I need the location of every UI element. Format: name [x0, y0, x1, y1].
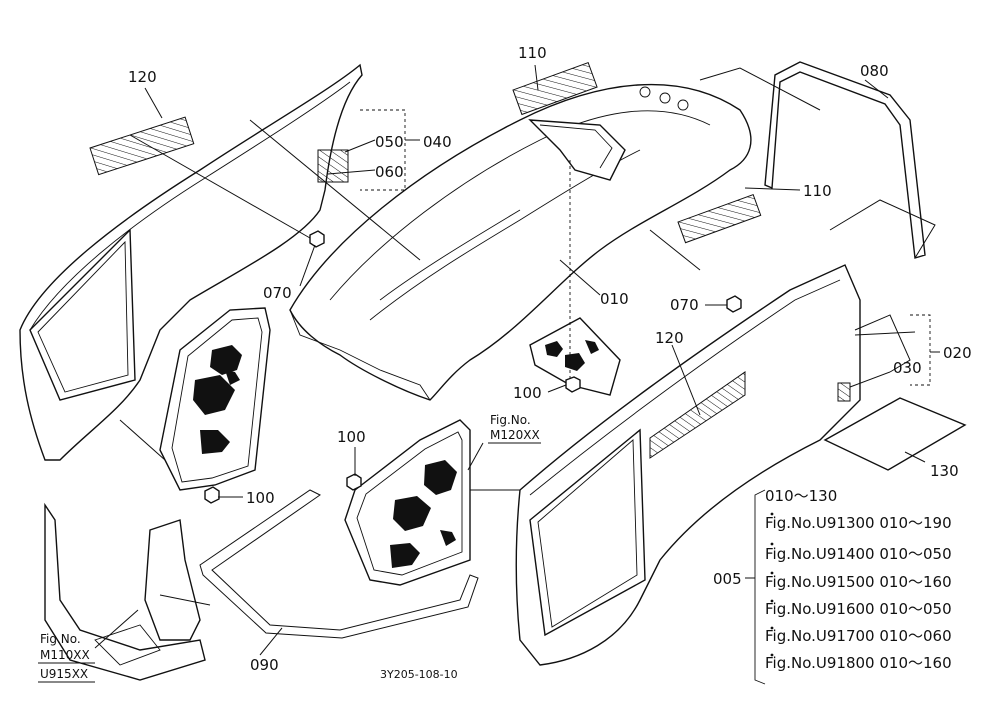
part-list-row: Fig.No.U91400 010～050 — [765, 545, 952, 563]
callout-070-mid: 070 — [670, 296, 699, 314]
callout-100-left: 100 — [337, 428, 366, 446]
part-list-row: Fig.No.U91300 010～190 — [765, 514, 952, 532]
part-list-row: Fig.No.U91500 010～160 — [765, 573, 952, 591]
right-side-panel-020 — [515, 264, 861, 666]
callout-060: 060 — [375, 163, 404, 181]
callout-030: 030 — [893, 359, 922, 377]
left-side-frame — [19, 63, 363, 461]
fig-ref-m120-line2: M120XX — [490, 428, 540, 442]
center-window-glass — [344, 419, 471, 586]
callout-080: 080 — [860, 62, 889, 80]
callout-100-lower: 100 — [246, 489, 275, 507]
leader-lines — [94, 64, 940, 685]
callout-labels: 120 110 080 050 040 060 110 070 010 070 … — [128, 44, 972, 674]
left-window-glass — [159, 307, 271, 491]
fig-ref-m110: Fig.No. M110XX U915XX — [38, 632, 95, 683]
rear-frame-080 — [764, 61, 926, 259]
part-list: 010～130 Fig.No.U91300 010～190 Fig.No.U91… — [765, 487, 952, 672]
callout-110-top: 110 — [518, 44, 547, 62]
rubber-seal-090 — [199, 489, 479, 639]
interior-bracket — [529, 317, 621, 396]
fig-ref-m120-line1: Fig.No. — [490, 413, 531, 427]
part-list-row: Fig.No.U91800 010～160 — [765, 654, 952, 672]
part-list-row: Fig.No.U91700 010～060 — [765, 627, 952, 645]
drawing-code: 3Y205-108-10 — [380, 668, 458, 681]
pillar-frame — [44, 502, 206, 681]
part-list-row: 010～130 — [765, 487, 837, 505]
callout-040: 040 — [423, 133, 452, 151]
fig-ref-m110-line1: Fig.No. — [40, 632, 81, 646]
part-list-row: Fig.No.U91600 010～050 — [765, 600, 952, 618]
roof-panel-010 — [289, 83, 752, 401]
callout-130: 130 — [930, 462, 959, 480]
fig-ref-m110-line3: U915XX — [40, 667, 88, 681]
callout-010: 010 — [600, 290, 629, 308]
callout-020: 020 — [943, 344, 972, 362]
callout-090: 090 — [250, 656, 279, 674]
fig-ref-m120: Fig.No. M120XX — [488, 413, 541, 444]
fig-ref-m110-line2: M110XX — [40, 648, 90, 662]
callout-120-top: 120 — [128, 68, 157, 86]
callout-005: 005 — [713, 570, 742, 588]
floor-mat-130 — [823, 397, 967, 471]
callout-050: 050 — [375, 133, 404, 151]
callout-110-right: 110 — [803, 182, 832, 200]
callout-100-center: 100 — [513, 384, 542, 402]
callout-070-left: 070 — [263, 284, 292, 302]
callout-120-mid: 120 — [655, 329, 684, 347]
hatched-pads — [89, 61, 851, 402]
